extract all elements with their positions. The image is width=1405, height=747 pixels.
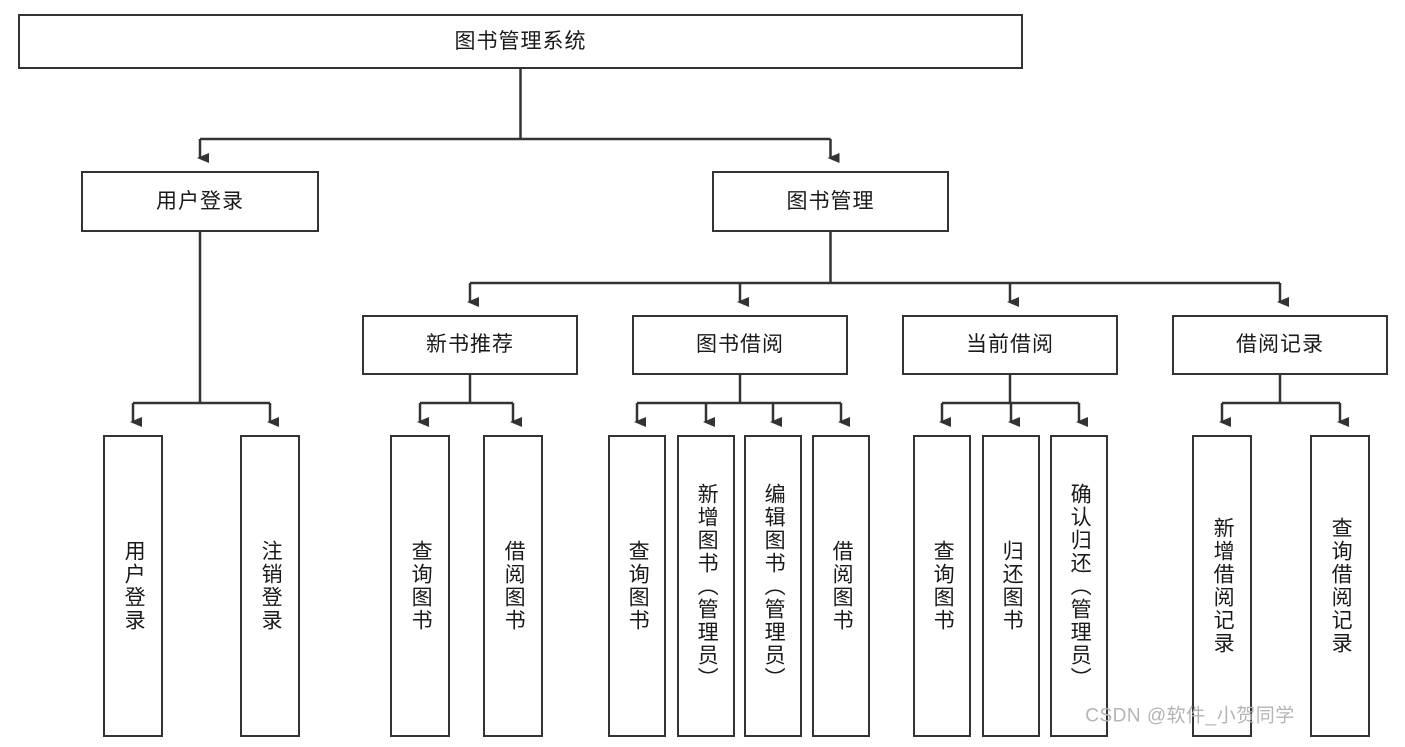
node-label: 图书管理 [786, 189, 875, 213]
node-label: 图书管理系统 [454, 29, 587, 53]
node-label: 图书借阅 [696, 333, 784, 357]
node-leaf-borrow-book-1[interactable]: 借阅图书 [483, 435, 543, 737]
node-user-login[interactable]: 用户登录 [81, 171, 319, 232]
node-leaf-add-book[interactable]: 新增图书（管理员） [677, 435, 735, 737]
node-leaf-edit-book[interactable]: 编辑图书（管理员） [744, 435, 802, 737]
node-label: 当前借阅 [966, 333, 1054, 357]
node-book-borrow[interactable]: 图书借阅 [632, 315, 848, 375]
node-label: 用户登录 [122, 540, 146, 632]
node-label: 借阅图书 [830, 540, 854, 632]
node-label: 新增图书（管理员） [695, 482, 719, 690]
node-leaf-query-record[interactable]: 查询借阅记录 [1310, 435, 1370, 737]
node-label: 新增借阅记录 [1211, 517, 1235, 655]
node-leaf-borrow-book-2[interactable]: 借阅图书 [812, 435, 870, 737]
node-leaf-return-book[interactable]: 归还图书 [982, 435, 1040, 737]
node-label: 查询图书 [626, 540, 650, 632]
node-leaf-add-record[interactable]: 新增借阅记录 [1192, 435, 1252, 737]
node-root[interactable]: 图书管理系统 [18, 14, 1023, 69]
node-label: 借阅图书 [502, 540, 526, 632]
node-leaf-query-book-3[interactable]: 查询图书 [913, 435, 971, 737]
node-label: 查询图书 [931, 540, 955, 632]
node-leaf-logout[interactable]: 注销登录 [240, 435, 300, 737]
node-label: 用户登录 [156, 189, 244, 213]
node-leaf-user-login[interactable]: 用户登录 [103, 435, 163, 737]
node-current-borrow[interactable]: 当前借阅 [902, 315, 1118, 375]
node-borrow-record[interactable]: 借阅记录 [1172, 315, 1388, 375]
node-label: 注销登录 [259, 540, 283, 632]
node-new-book-recommend[interactable]: 新书推荐 [362, 315, 578, 375]
csdn-watermark: CSDN @软件_小贺同学 [1085, 705, 1295, 727]
node-label: 查询图书 [409, 540, 433, 632]
node-label: 借阅记录 [1236, 333, 1324, 357]
node-label: 确认归还（管理员） [1068, 482, 1092, 690]
node-label: 编辑图书（管理员） [762, 482, 786, 690]
node-label: 查询借阅记录 [1329, 517, 1353, 655]
node-leaf-confirm-return[interactable]: 确认归还（管理员） [1050, 435, 1108, 737]
node-label: 新书推荐 [426, 333, 514, 357]
node-book-manage[interactable]: 图书管理 [712, 171, 949, 232]
node-leaf-query-book-2[interactable]: 查询图书 [608, 435, 666, 737]
node-leaf-query-book-1[interactable]: 查询图书 [390, 435, 450, 737]
node-label: 归还图书 [1000, 540, 1024, 632]
